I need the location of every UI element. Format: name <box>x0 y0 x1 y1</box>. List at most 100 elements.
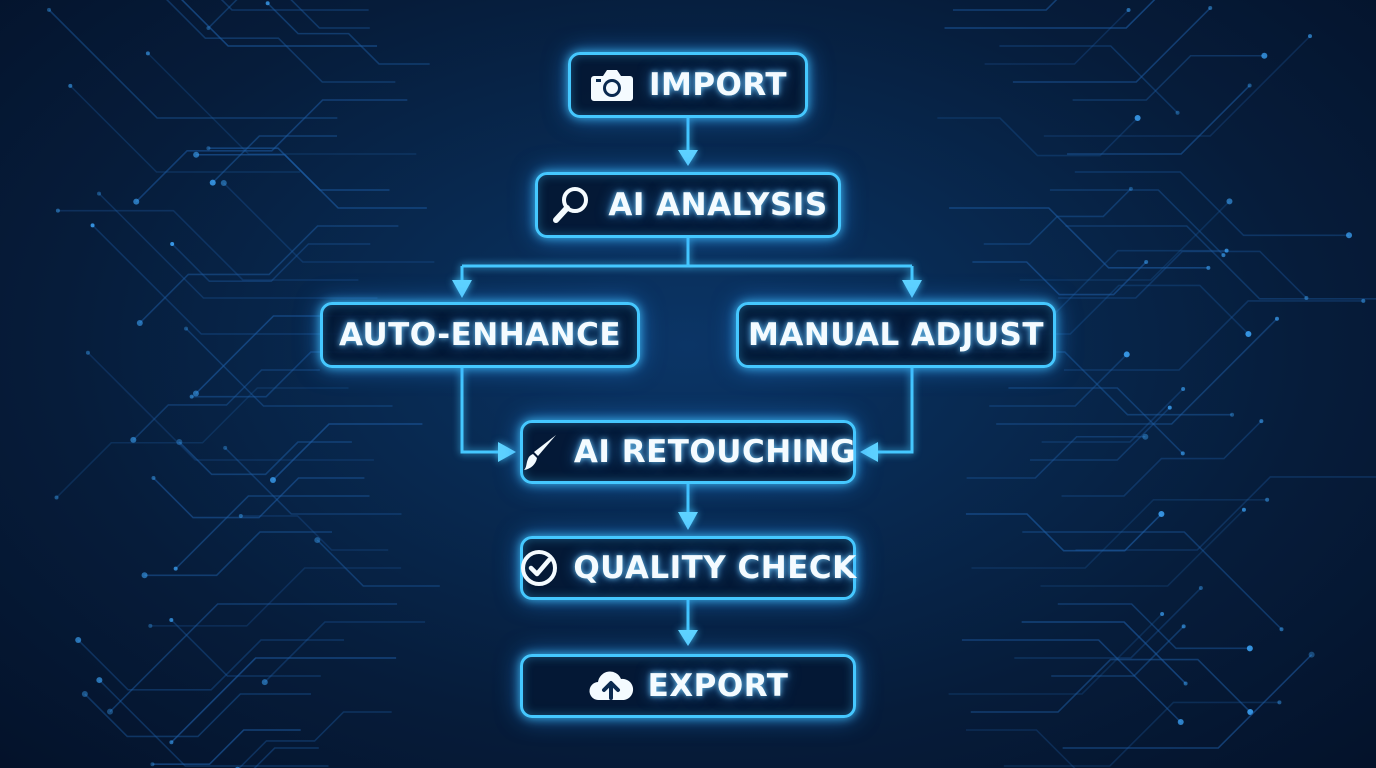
circuit-node-dot <box>1261 52 1268 59</box>
circuit-node-dot <box>1134 115 1141 121</box>
arrowhead-auto-enhance <box>452 280 472 298</box>
circuit-trace <box>1074 171 1350 237</box>
circuit-node-dot <box>1224 248 1229 253</box>
circuit-trace <box>1058 250 1307 299</box>
circuit-node-dot <box>136 319 143 326</box>
circuit-trace <box>170 657 397 743</box>
circuit-node-dot <box>145 51 150 56</box>
circuit-trace <box>253 747 319 768</box>
circuit-trace <box>220 0 369 11</box>
node-ai-analysis: AI ANALYSIS <box>535 172 841 238</box>
circuit-trace <box>984 9 1130 65</box>
circuit-trace <box>181 0 378 47</box>
circuit-trace <box>1062 654 1313 749</box>
circuit-node-dot <box>192 390 199 397</box>
circuit-trace <box>1040 509 1245 587</box>
circuit-node-dot <box>75 637 82 643</box>
circuit-node-dot <box>1123 351 1130 358</box>
circuit-trace <box>1067 84 1251 155</box>
circuit-node-dot <box>184 326 189 331</box>
circuit-node-dot <box>1221 253 1226 258</box>
cloud-upload-icon <box>588 666 634 706</box>
circuit-trace <box>152 729 301 766</box>
circuit-trace <box>69 85 301 173</box>
circuit-trace <box>966 435 1146 479</box>
magnifier-icon <box>548 185 594 225</box>
circuit-trace <box>135 99 408 203</box>
node-manual-adjust: MANUAL ADJUST <box>736 302 1056 368</box>
node-label-manual-adjust: MANUAL ADJUST <box>748 317 1044 353</box>
node-label-ai-analysis: AI ANALYSIS <box>608 187 828 223</box>
circuit-node-dot <box>97 191 102 196</box>
circuit-node-dot <box>173 566 178 571</box>
circuit-node-dot <box>1208 6 1213 11</box>
circuit-trace <box>207 0 370 29</box>
circuit-node-dot <box>209 179 216 186</box>
circuit-node-dot <box>1246 645 1253 652</box>
circuit-node-dot <box>1180 451 1185 456</box>
circuit-trace <box>971 498 1268 569</box>
circuit-trace <box>1051 625 1185 677</box>
connector-analysis-split <box>460 238 914 284</box>
circuit-trace <box>144 531 333 577</box>
circuit-node-dot <box>1126 8 1131 13</box>
circuit-trace <box>1061 420 1262 497</box>
circuit-node-dot <box>90 223 95 228</box>
circuit-trace <box>970 658 1251 713</box>
circuit-trace <box>948 613 1163 695</box>
circuit-node-dot <box>107 708 114 715</box>
circuit-node-dot <box>133 198 140 205</box>
node-label-export: EXPORT <box>647 668 789 704</box>
circuit-trace <box>175 495 370 570</box>
circuit-node-dot <box>1308 34 1313 39</box>
circuit-node-dot <box>1265 497 1270 502</box>
arrowhead-retouch-left <box>498 442 516 462</box>
circuit-node-dot <box>269 477 276 484</box>
circuit-node-dot <box>314 537 321 544</box>
circuit-trace <box>185 328 393 407</box>
circuit-trace <box>57 209 359 281</box>
circuit-node-dot <box>85 350 90 355</box>
circuit-node-dot <box>151 476 156 480</box>
circuit-trace <box>1019 200 1231 281</box>
circuit-node-dot <box>170 242 175 246</box>
check-circle-icon <box>519 548 559 588</box>
circuit-trace <box>1049 189 1224 256</box>
circuit-trace <box>132 369 320 441</box>
circuit-trace <box>196 153 427 209</box>
arrowhead-export <box>678 630 698 646</box>
circuit-node-dot <box>1274 316 1279 321</box>
circuit-node-dot <box>81 691 88 697</box>
circuit-node-dot <box>169 617 174 622</box>
circuit-trace <box>152 477 365 519</box>
circuit-trace <box>55 387 349 499</box>
circuit-trace <box>1003 701 1280 767</box>
circuit-node-dot <box>1177 719 1184 726</box>
circuit-node-dot <box>1279 627 1284 632</box>
circuit-node-dot <box>1144 260 1149 264</box>
circuit-node-dot <box>150 762 155 767</box>
circuit-trace <box>316 539 440 587</box>
circuit-trace <box>1008 387 1184 454</box>
circuit-node-dot <box>1361 298 1366 303</box>
circuit-node-dot <box>261 679 268 686</box>
circuit-node-dot <box>1198 586 1203 591</box>
circuit-trace <box>965 513 1162 552</box>
circuit-node-dot <box>141 572 148 579</box>
circuit-trace <box>224 447 402 515</box>
brush-icon <box>520 432 560 472</box>
circuit-trace <box>98 193 378 299</box>
node-ai-retouching: AI RETOUCHING <box>520 420 856 484</box>
circuit-trace <box>1041 388 1184 443</box>
circuit-node-dot <box>223 445 228 450</box>
circuit-trace <box>139 225 399 324</box>
circuit-node-dot <box>130 436 137 443</box>
circuit-trace <box>150 567 402 627</box>
circuit-trace <box>212 135 338 184</box>
circuit-trace <box>171 243 371 282</box>
circuit-node-dot <box>189 394 194 399</box>
node-export: EXPORT <box>520 654 856 718</box>
camera-icon <box>589 65 635 105</box>
